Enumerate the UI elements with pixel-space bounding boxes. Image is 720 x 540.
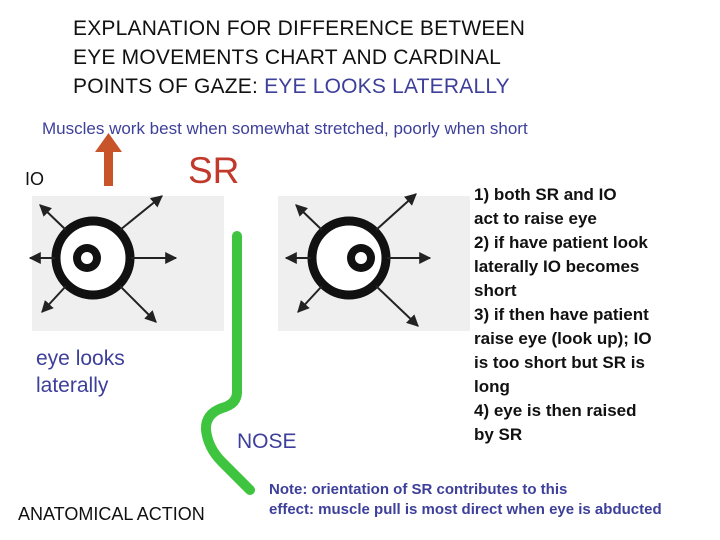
step-line: 1) both SR and IO: [474, 185, 617, 204]
title-line-1: EXPLANATION FOR DIFFERENCE BETWEEN: [73, 17, 526, 40]
step-line: raise eye (look up); IO: [474, 329, 652, 348]
anatomical-action-label: ANATOMICAL ACTION: [18, 504, 205, 524]
step-line: 2) if have patient look: [474, 233, 648, 252]
left-eye: [51, 216, 135, 300]
title-line-3-highlight: EYE LOOKS LATERALLY: [264, 75, 510, 98]
step-line: long: [474, 377, 510, 396]
title-line-3: POINTS OF GAZE: EYE LOOKS LATERALLY: [73, 72, 693, 101]
upward-arrow-icon: [95, 133, 122, 186]
eye-caption-line-2: laterally: [36, 374, 109, 397]
title-line-2: EYE MOVEMENTS CHART AND CARDINAL: [73, 46, 502, 69]
note-line-1: Note: orientation of SR contributes to t…: [269, 481, 568, 498]
right-eye: [307, 216, 391, 300]
right-eye-arrows: [284, 193, 432, 327]
step-line: short: [474, 281, 517, 300]
step-line: by SR: [474, 425, 523, 444]
subtitle: Muscles work best when somewhat stretche…: [42, 119, 528, 138]
io-label: IO: [25, 169, 45, 189]
step-line: 3) if then have patient: [474, 305, 649, 324]
orientation-note: Note: orientation of SR contributes to t…: [269, 480, 709, 520]
step-line: laterally IO becomes: [474, 257, 640, 276]
step-line: act to raise eye: [474, 209, 597, 228]
step-line: 4) eye is then raised: [474, 401, 637, 420]
note-line-2: effect: muscle pull is most direct when …: [269, 501, 662, 518]
step-line: is too short but SR is: [474, 353, 645, 372]
slide-title: EXPLANATION FOR DIFFERENCE BETWEEN EYE M…: [73, 14, 693, 101]
eye-caption-line-1: eye looks: [36, 347, 125, 370]
nose-profile-line: [200, 231, 255, 495]
title-line-3-prefix: POINTS OF GAZE:: [73, 75, 265, 98]
explanation-steps: 1) both SR and IO act to raise eye 2) if…: [474, 183, 714, 447]
sr-label: SR: [188, 150, 240, 191]
nose-label: NOSE: [237, 430, 297, 453]
eye-looks-laterally-caption: eye looks laterally: [36, 345, 186, 399]
left-eye-arrows: [28, 195, 178, 323]
